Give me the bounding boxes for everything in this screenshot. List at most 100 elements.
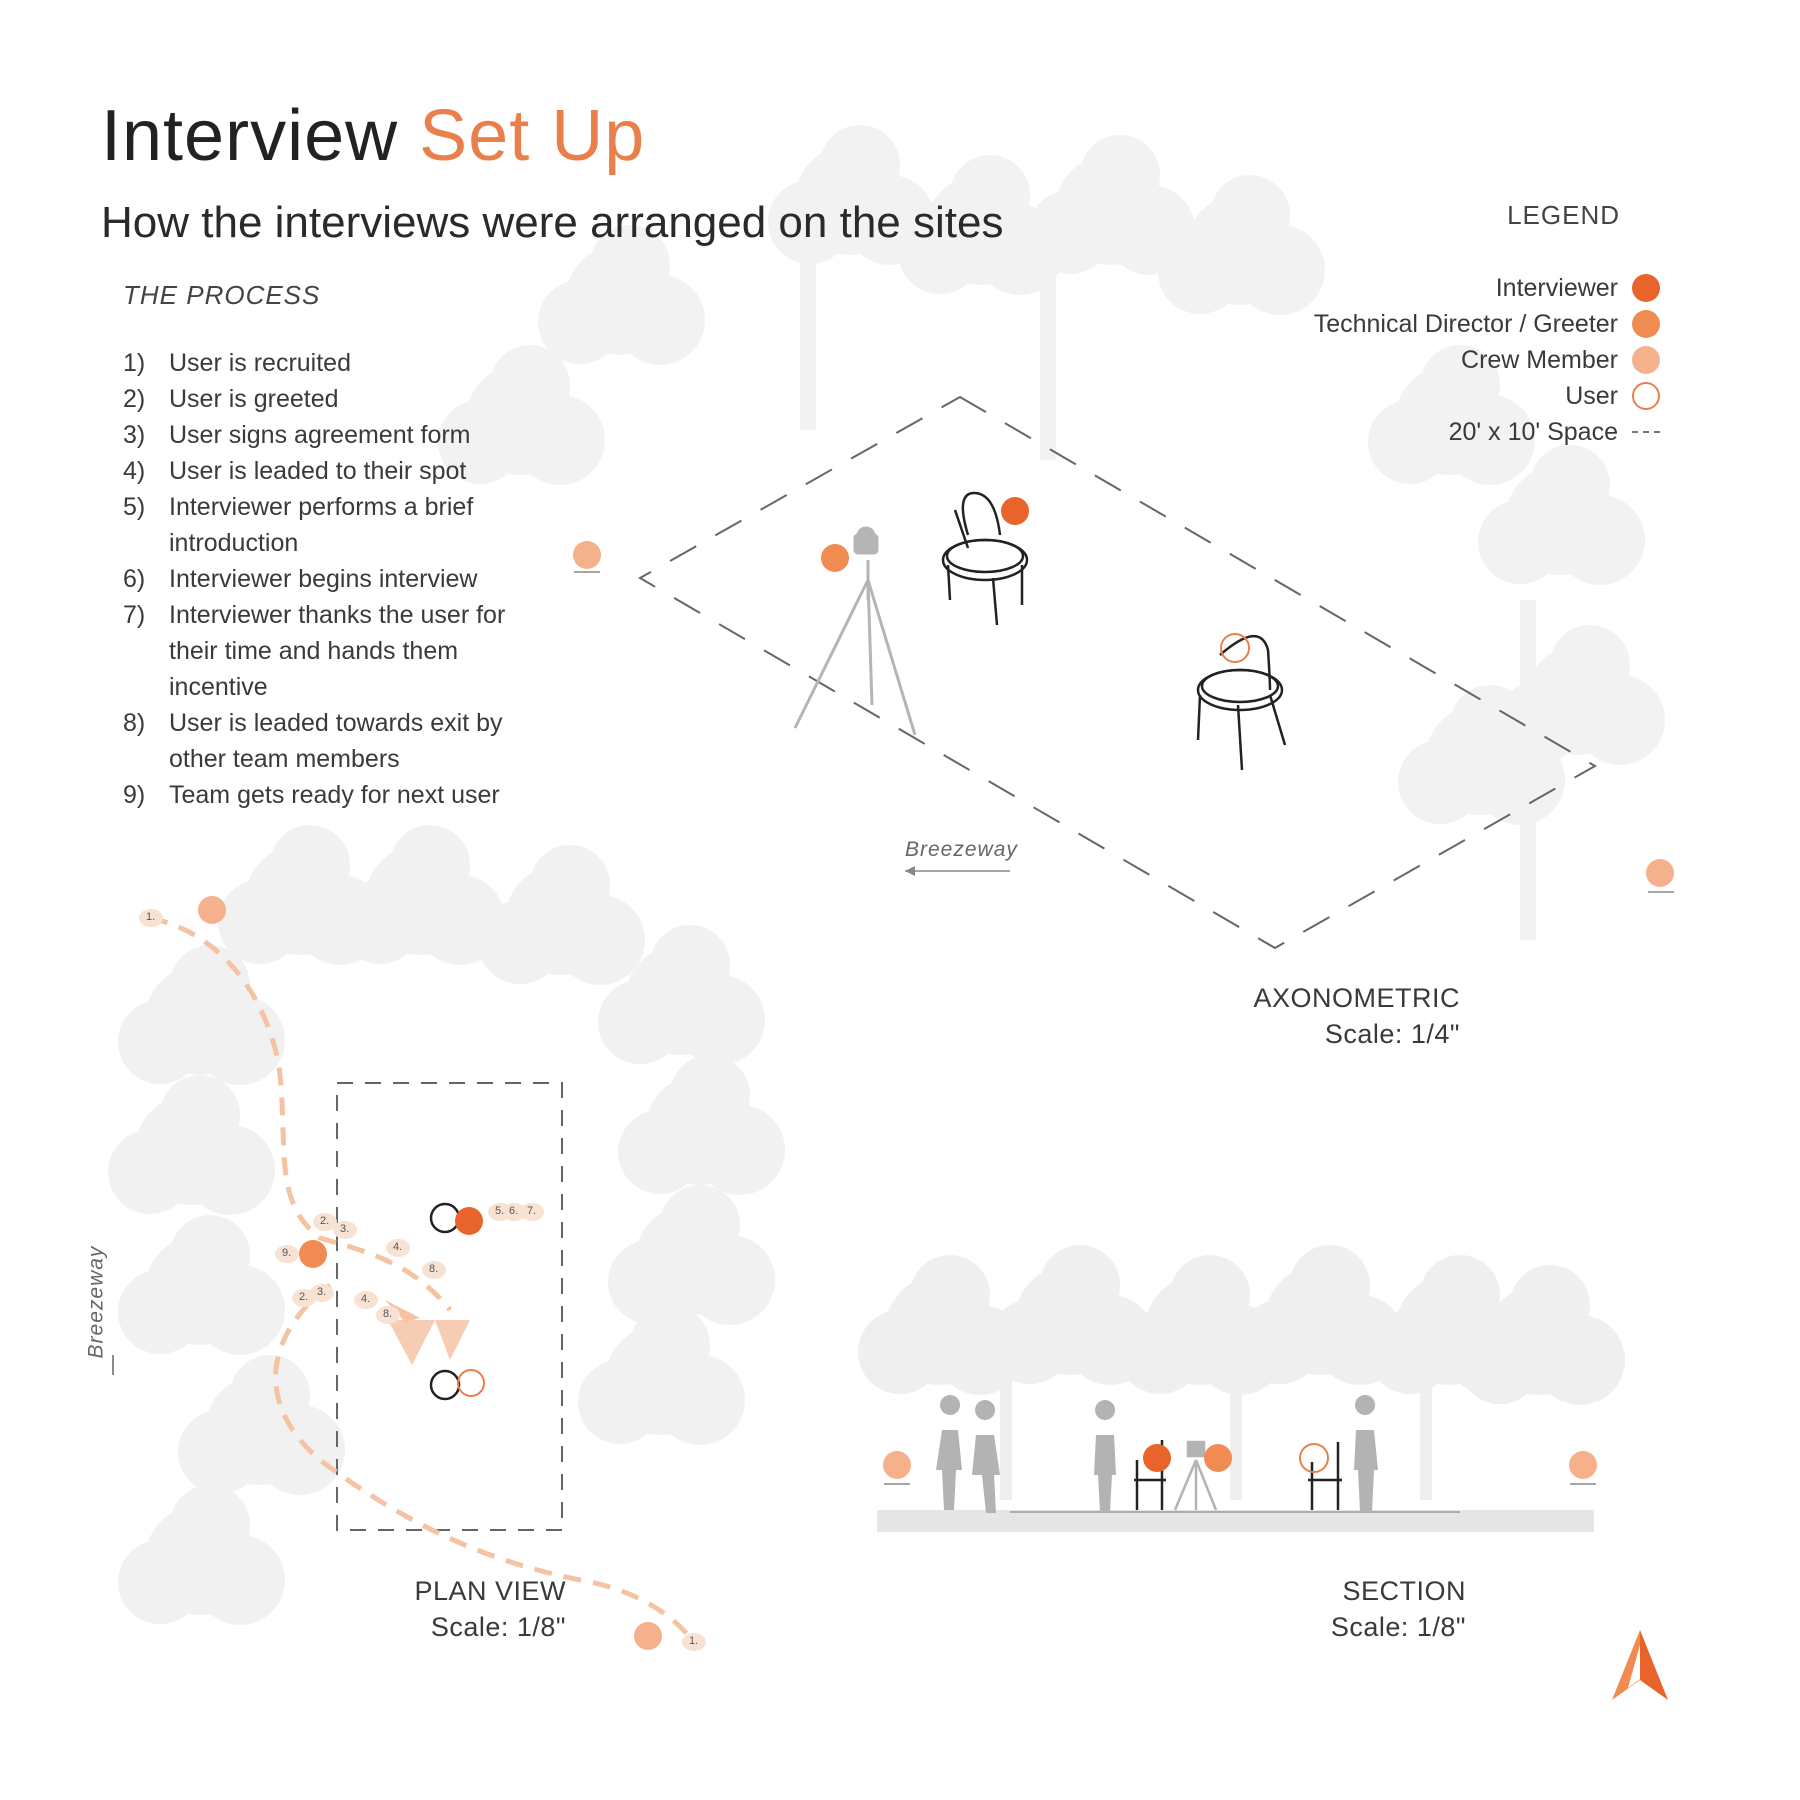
process-heading: THE PROCESS	[123, 280, 321, 310]
step-tag: 1.	[146, 911, 156, 923]
director-marker	[1204, 1444, 1232, 1472]
interviewer-dot-icon	[1632, 274, 1660, 302]
crew-dot-icon	[1632, 346, 1660, 374]
interviewer-marker	[1143, 1444, 1171, 1472]
plan-space-outline	[336, 1082, 563, 1531]
legend-item-user: User	[1240, 378, 1660, 414]
axonometric-space-outline	[637, 395, 1598, 950]
process-step: 9) Team gets ready for next user	[123, 777, 543, 813]
user-marker	[457, 1369, 485, 1397]
step-number: 3)	[123, 421, 146, 449]
chair-icon	[1134, 1440, 1342, 1510]
legend-item-director: Technical Director / Greeter	[1240, 306, 1660, 342]
step-number: 4)	[123, 457, 146, 485]
director-marker	[821, 544, 849, 572]
user-ring-icon	[1632, 382, 1660, 410]
breezeway-arrowhead	[905, 866, 915, 876]
page-title: Interview Set Up	[101, 95, 645, 177]
section-title: SECTION	[1342, 1576, 1466, 1606]
step-tag: 5.	[495, 1205, 505, 1217]
legend-label: User	[1565, 381, 1618, 410]
chair-icon	[941, 491, 1029, 626]
step-tag: 6.	[509, 1205, 519, 1217]
tripod-icon	[1173, 1440, 1218, 1511]
step-text: User is leaded towards exit by other tea…	[169, 709, 503, 773]
axonometric-title: AXONOMETRIC	[1253, 983, 1460, 1013]
plan-breezeway-label: Breezeway	[84, 1245, 108, 1359]
crew-marker	[634, 1622, 662, 1650]
plan-view	[112, 896, 706, 1651]
step-number: 5)	[123, 493, 146, 521]
tree-backdrop-section	[858, 1245, 1625, 1500]
step-tag: 8.	[429, 1263, 439, 1275]
step-text: Interviewer thanks the user for their ti…	[169, 601, 506, 701]
dashed-line-icon	[1632, 431, 1660, 433]
step-tag: 4.	[361, 1293, 371, 1305]
step-text: Team gets ready for next user	[169, 781, 500, 809]
step-number: 7)	[123, 601, 146, 629]
people-silhouettes	[936, 1395, 1378, 1513]
page-subtitle: How the interviews were arranged on the …	[101, 198, 1004, 247]
legend-label: 20' x 10' Space	[1448, 417, 1618, 446]
ground-slab	[877, 1510, 1594, 1532]
legend-label: Crew Member	[1461, 345, 1618, 374]
process-step: 1) User is recruited	[123, 345, 543, 381]
legend-label: Interviewer	[1495, 273, 1618, 302]
legend-label: Technical Director / Greeter	[1313, 309, 1618, 338]
chair-icon	[429, 1202, 461, 1401]
title-accent: Set Up	[419, 96, 646, 176]
section-view	[877, 1395, 1597, 1532]
process-step: 6)Interviewer begins interview	[123, 561, 543, 597]
plan-caption: PLAN VIEW Scale: 1/8"	[280, 1573, 566, 1645]
step-tag: 2.	[320, 1215, 330, 1227]
axonometric-view	[573, 395, 1674, 950]
step-number: 2)	[123, 385, 146, 413]
process-steps: 1) User is recruited 2) User is greeted 3)…	[123, 345, 543, 813]
axonometric-breezeway-label: Breezeway	[905, 838, 1018, 861]
chair-icon	[1196, 634, 1287, 771]
step-text: User is recruited	[169, 349, 351, 377]
crew-marker	[1646, 859, 1674, 887]
crew-marker	[883, 1451, 911, 1479]
step-number: 6)	[123, 565, 146, 593]
plan-title: PLAN VIEW	[414, 1576, 566, 1606]
process-step: 3) User signs agreement form	[123, 417, 543, 453]
north-arrow-logo	[1612, 1630, 1668, 1700]
step-text: User signs agreement form	[169, 421, 471, 449]
interviewer-marker	[455, 1207, 483, 1235]
step-tag: 9.	[282, 1247, 292, 1259]
section-scale: Scale: 1/8"	[1330, 1612, 1466, 1642]
user-marker	[1299, 1443, 1329, 1473]
step-tag: 3.	[340, 1223, 350, 1235]
step-number: 8)	[123, 709, 146, 737]
process-step: 8) User is leaded towards exit by other t…	[123, 705, 543, 777]
step-number: 9)	[123, 781, 146, 809]
step-tag: 8.	[383, 1308, 393, 1320]
step-tags	[139, 909, 706, 1651]
lead-arrowhead	[435, 1320, 470, 1360]
process-step: 7) Interviewer thanks the user for their …	[123, 597, 543, 705]
user-marker	[1220, 633, 1250, 663]
legend-item-interviewer: Interviewer	[1240, 270, 1660, 306]
director-marker	[299, 1240, 327, 1268]
section-caption: SECTION Scale: 1/8"	[1170, 1573, 1466, 1645]
step-tag: 2.	[299, 1291, 309, 1303]
lead-arrowhead	[388, 1320, 435, 1365]
process-step: 4)User is leaded to their spot	[123, 453, 543, 489]
tripod-icon	[793, 526, 917, 736]
step-tag: 1.	[689, 1635, 699, 1647]
axonometric-caption: AXONOMETRIC Scale: 1/4"	[1160, 980, 1460, 1052]
lead-arrow	[385, 1300, 420, 1322]
crew-marker	[1569, 1451, 1597, 1479]
plan-scale: Scale: 1/8"	[430, 1612, 566, 1642]
title-main: Interview	[101, 96, 399, 176]
user-path-out	[273, 1283, 698, 1647]
user-path-in	[149, 915, 452, 1312]
step-tag: 3.	[317, 1286, 327, 1298]
tree-backdrop-top	[438, 125, 1665, 940]
step-tag: 4.	[393, 1241, 403, 1253]
axonometric-scale: Scale: 1/4"	[1324, 1019, 1460, 1049]
legend: Interviewer Technical Director / Greeter…	[1240, 270, 1660, 450]
step-text: User is greeted	[169, 385, 339, 413]
step-number: 1)	[123, 349, 146, 377]
